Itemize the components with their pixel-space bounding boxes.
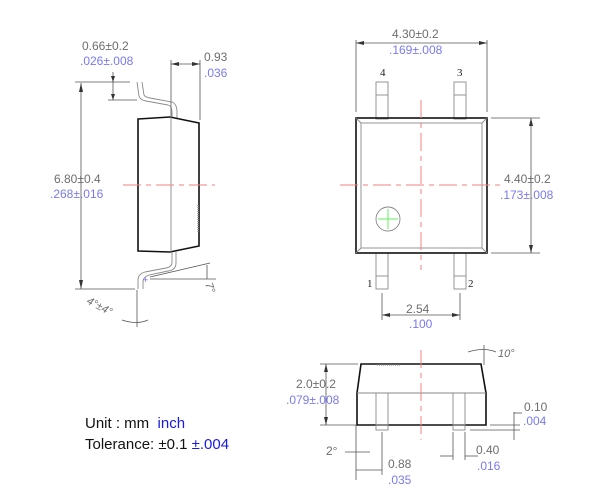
pin-3	[453, 81, 467, 120]
units-legend: Unit : mm inch Tolerance: ±0.1 ±.004	[85, 413, 229, 455]
pitch-inch: .100	[409, 317, 433, 331]
pin-label-3: 3	[457, 67, 463, 79]
lead-thickness-mm: 0.40	[476, 443, 500, 457]
lead-angle-label: 4°±4°	[85, 295, 115, 319]
pin-4	[375, 81, 389, 120]
standoff-mm: 0.10	[524, 400, 548, 414]
pin-label-4: 4	[380, 67, 386, 79]
front-lead-left	[375, 424, 389, 431]
lead-span-mm: 0.88	[388, 457, 412, 471]
lead-span-inch: .035	[388, 473, 412, 487]
tolerance-line: Tolerance: ±0.1 ±.004	[85, 434, 229, 455]
unit-line: Unit : mm inch	[85, 413, 229, 434]
lead-offset-inch: .026±.008	[80, 54, 134, 68]
lower-lead	[137, 252, 173, 289]
lead-width-mm: 0.93	[204, 50, 228, 64]
tolerance-inch: ±.004	[191, 436, 230, 453]
tolerance-mm: ±0.1	[158, 436, 188, 453]
body-height-mm: 2.0±0.2	[296, 377, 336, 391]
pin-label-1: 1	[367, 278, 373, 290]
height-mm: 4.40±0.2	[504, 172, 551, 186]
body-height-inch: .079±.008	[286, 393, 340, 407]
side-body	[137, 116, 200, 253]
unit-label: Unit : mm	[85, 415, 150, 432]
standoff-inch: .004	[523, 414, 547, 428]
unit-inch-label: inch	[157, 415, 186, 432]
side-view: +	[75, 60, 216, 327]
lead-thickness-inch: .016	[477, 459, 501, 473]
svg-text:+: +	[143, 275, 148, 285]
pitch-mm: 2.54	[406, 302, 430, 316]
draft-angle-label: 10°	[498, 348, 515, 360]
front-lead-right	[452, 424, 466, 431]
height-inch: .173±.008	[500, 188, 554, 202]
bottom-angle-label: 2°	[326, 444, 338, 458]
pin-1	[375, 252, 389, 290]
top-view	[340, 40, 540, 320]
front-view	[320, 345, 522, 480]
pin-2	[453, 252, 467, 290]
lead-width-inch: .036	[204, 66, 228, 80]
width-mm: 4.30±0.2	[392, 27, 439, 41]
pin1-marker-icon	[375, 206, 401, 232]
tolerance-label: Tolerance:	[85, 436, 155, 453]
overall-length-mm: 6.80±0.4	[54, 172, 101, 186]
lead-offset-mm: 0.66±0.2	[82, 39, 129, 53]
overall-length-inch: .268±.016	[50, 187, 104, 201]
upper-lead	[136, 81, 173, 118]
seating-angle-label: 7°	[202, 281, 217, 296]
pin-label-2: 2	[468, 278, 474, 290]
width-inch: .169±.008	[389, 43, 443, 57]
